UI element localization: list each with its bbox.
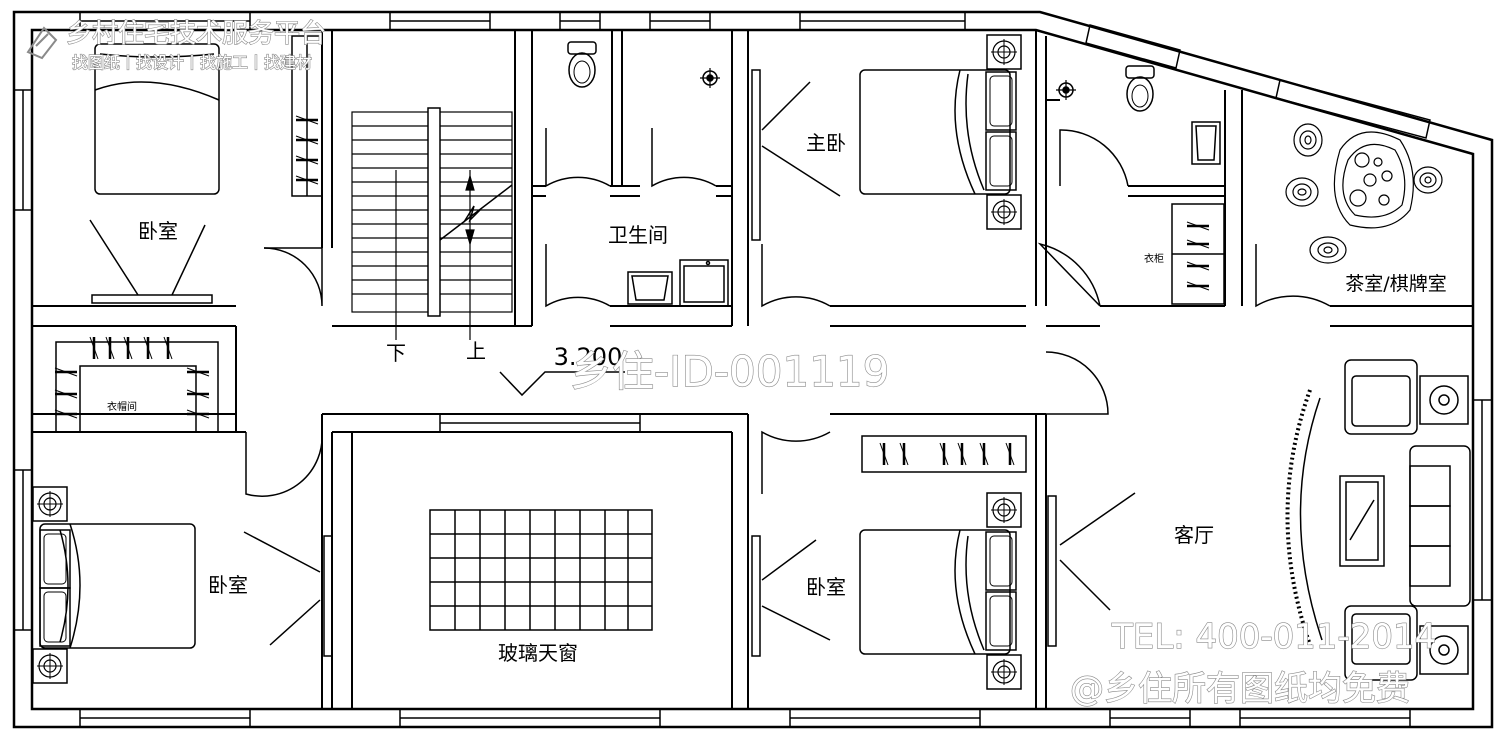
stair-up-label: 上	[466, 339, 486, 363]
label-skylight: 玻璃天窗	[498, 641, 578, 665]
tv-nw	[89, 219, 213, 304]
brand-logo-icon	[26, 26, 58, 60]
label-bedroom-nw: 卧室	[138, 219, 178, 243]
label-wardrobe: 衣柜	[1144, 252, 1164, 265]
elevation-marker	[499, 371, 625, 397]
doors	[245, 128, 1331, 497]
stair-down-label: 下	[386, 341, 406, 365]
watermark-tel: TEL: 400-011-2014	[1111, 617, 1436, 657]
brand-tagline: 找图纸丨找设计丨找施工丨找建材	[72, 53, 312, 72]
bed-nw	[94, 43, 220, 195]
label-walk-in-closet: 衣帽间	[107, 400, 137, 413]
living-room-furniture	[1047, 359, 1471, 681]
staircase	[351, 107, 513, 340]
walk-in-closet-fixtures	[53, 335, 219, 433]
watermark-id: 乡住-ID-001119	[570, 347, 889, 396]
brand-title: 乡村住宅技术服务平台	[66, 19, 326, 49]
interior-walls	[32, 30, 1473, 709]
elevation-label: 3.200	[554, 343, 623, 371]
bed-sw	[32, 486, 333, 684]
label-master-bedroom: 主卧	[806, 131, 846, 155]
bathroom-fixtures	[567, 41, 729, 307]
watermark-notice: @乡住所有图纸均免费	[1070, 669, 1410, 709]
label-bedroom-sw: 卧室	[208, 573, 248, 597]
tea-room-decor	[1285, 123, 1443, 264]
label-tea-room: 茶室/棋牌室	[1345, 273, 1446, 295]
wardrobe-nw	[291, 35, 323, 197]
label-living-room: 客厅	[1174, 523, 1214, 547]
bed-s	[751, 435, 1027, 690]
label-bathroom: 卫生间	[608, 223, 668, 247]
master-bed	[751, 34, 1022, 241]
skylight-grid	[429, 509, 653, 631]
master-bath-fixtures	[1055, 65, 1225, 305]
label-bedroom-s: 卧室	[806, 575, 846, 599]
windows	[13, 11, 1493, 728]
